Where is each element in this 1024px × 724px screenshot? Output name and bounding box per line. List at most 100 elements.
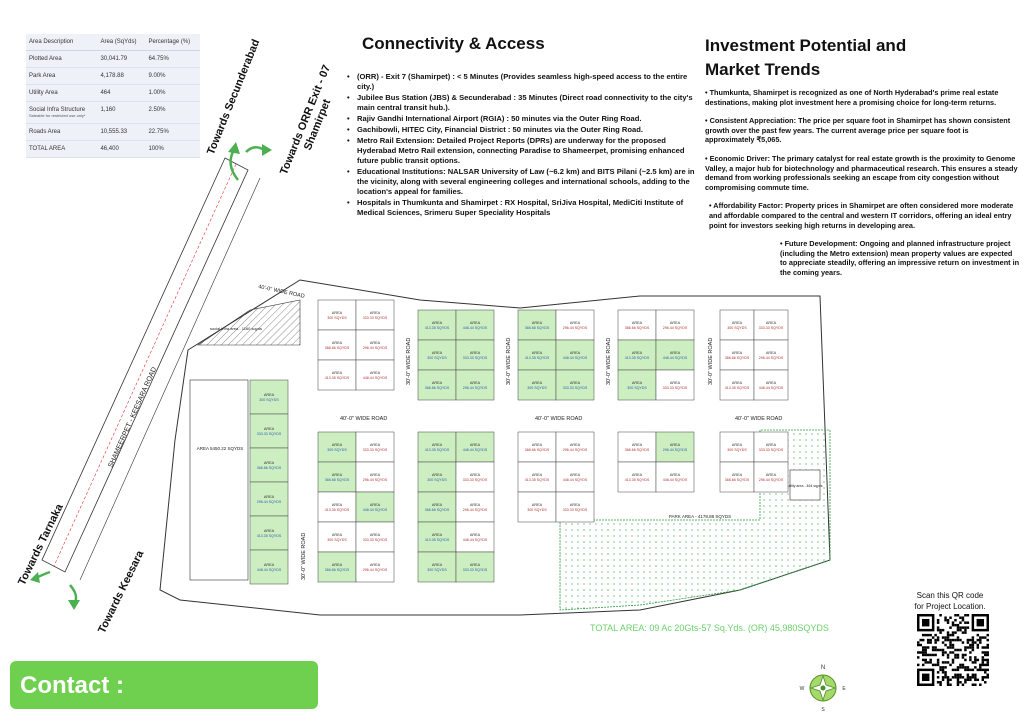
- qr-module: [944, 671, 947, 674]
- large-plot: [189, 379, 249, 581]
- qr-module: [936, 648, 940, 652]
- qr-module: [981, 636, 985, 639]
- contact-banner: [10, 661, 318, 709]
- qr-module: [936, 618, 940, 622]
- plot-size-label: 366.66 SQYDS: [257, 466, 282, 470]
- arrow-head-orr-icon: [262, 144, 272, 156]
- road-label-vertical-1: 30'-0" WIDE ROAD: [301, 533, 307, 580]
- qr-module: [924, 661, 927, 664]
- park-area-label: PARK AREA - 4178.88 SQYDS: [669, 514, 731, 519]
- qr-module: [944, 651, 947, 654]
- plot-area-label: AREA: [732, 351, 743, 355]
- qr-module: [981, 668, 985, 672]
- qr-module: [917, 641, 920, 644]
- qr-module: [971, 638, 975, 642]
- qr-module: [959, 621, 962, 624]
- qr-module: [936, 621, 940, 624]
- qr-module: [981, 646, 985, 649]
- qr-module: [959, 628, 962, 632]
- compass-n: N: [821, 665, 825, 671]
- qr-code-icon[interactable]: [917, 614, 989, 686]
- qr-module: [921, 651, 925, 654]
- plot-area-label: AREA: [532, 503, 543, 507]
- qr-module: [946, 656, 950, 659]
- qr-module: [961, 616, 965, 619]
- plot: [355, 491, 395, 523]
- plot-area-label: AREA: [732, 381, 743, 385]
- plot: [753, 431, 789, 463]
- qr-module: [966, 668, 970, 672]
- qr-module: [941, 666, 945, 669]
- qr-module: [974, 661, 977, 664]
- plot-size-label: 333.33 SQYDS: [463, 568, 488, 572]
- plot-size-label: 448.44 SQYDS: [463, 448, 488, 452]
- qr-module: [961, 683, 965, 686]
- plot-size-label: 413.35 SQYDS: [425, 538, 450, 542]
- road-label-mid-1: 40'-0" WIDE ROAD: [340, 416, 387, 422]
- qr-module: [984, 653, 987, 657]
- plot: [753, 309, 789, 341]
- qr-module: [921, 653, 925, 657]
- qr-module: [926, 653, 930, 657]
- qr-module: [954, 676, 957, 679]
- area-desc-cell: Roads Area: [26, 123, 98, 141]
- qr-module: [959, 616, 962, 619]
- plot-size-label: 300 SQYDS: [727, 448, 747, 452]
- plot-area-label: AREA: [670, 321, 681, 325]
- plot-area-label: AREA: [332, 563, 343, 567]
- qr-module: [969, 638, 972, 642]
- plot: [517, 309, 557, 341]
- plot-size-label: 366.66 SQYDS: [425, 386, 450, 390]
- plot: [317, 299, 357, 331]
- area-desc-cell: Plotted Area: [26, 50, 98, 68]
- qr-module: [951, 651, 955, 654]
- qr-module: [966, 678, 970, 682]
- qr-module: [934, 648, 937, 652]
- qr-module: [929, 661, 932, 664]
- qr-module: [949, 683, 952, 686]
- arrow-head-keesara-icon: [68, 600, 80, 610]
- plot: [617, 309, 657, 341]
- plot: [317, 359, 357, 391]
- plot-area-label: AREA: [370, 473, 381, 477]
- qr-module: [969, 668, 972, 672]
- plot-size-label: 296.44 SQYDS: [663, 326, 688, 330]
- plot-area-label: AREA: [264, 461, 275, 465]
- plot-size-label: 448.44 SQYDS: [463, 538, 488, 542]
- area-pct-cell: 100%: [145, 140, 200, 158]
- qr-module: [956, 636, 960, 639]
- qr-module: [951, 676, 955, 679]
- qr-module: [964, 646, 967, 649]
- qr-module: [966, 673, 970, 677]
- qr-module: [951, 633, 955, 637]
- area-sqyds-cell: 10,555.33: [97, 123, 146, 141]
- qr-module: [936, 658, 940, 662]
- connectivity-item: Rajiv Gandhi International Airport (RGIA…: [345, 114, 695, 124]
- qr-module: [964, 626, 967, 629]
- qr-module: [939, 683, 942, 686]
- plot-area-label: AREA: [432, 443, 443, 447]
- qr-module: [974, 656, 977, 659]
- plot-area-label: AREA: [570, 351, 581, 355]
- qr-module: [924, 651, 927, 654]
- qr-module: [917, 656, 920, 659]
- plot-size-label: 300 SQYDS: [527, 508, 547, 512]
- plot-size-label: 366.66 SQYDS: [425, 508, 450, 512]
- qr-module: [941, 678, 945, 682]
- area-desc-text: Social Infra Structure: [29, 107, 86, 113]
- qr-module: [956, 656, 960, 659]
- qr-caption-line2: for Project Location.: [914, 602, 986, 611]
- qr-module: [969, 656, 972, 659]
- plot: [355, 461, 395, 493]
- qr-module: [956, 653, 960, 657]
- qr-module: [956, 676, 960, 679]
- social-infra-area: [197, 299, 301, 346]
- qr-module: [954, 618, 957, 622]
- qr-module: [951, 646, 955, 649]
- qr-module: [944, 638, 947, 642]
- investment-list: • Thumkunta, Shamirpet is recognized as …: [705, 88, 1020, 287]
- qr-module: [974, 666, 977, 669]
- qr-module: [931, 653, 935, 657]
- qr-module: [986, 658, 989, 662]
